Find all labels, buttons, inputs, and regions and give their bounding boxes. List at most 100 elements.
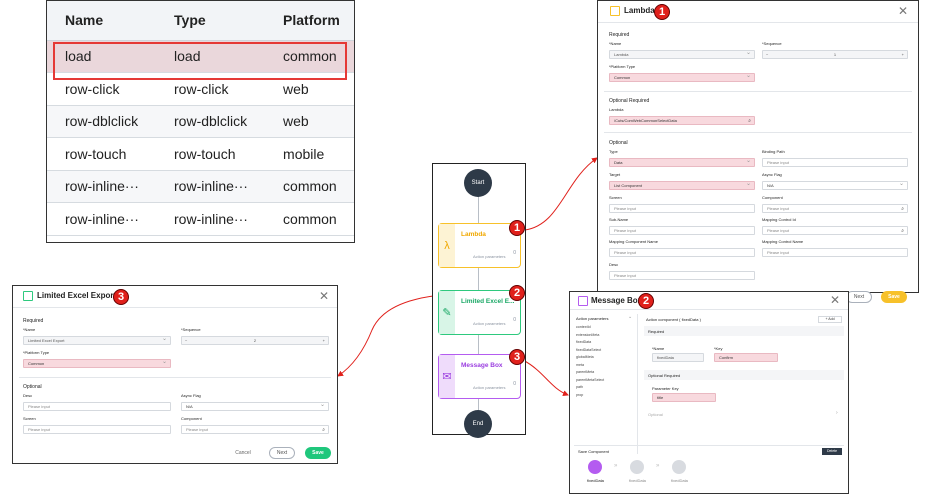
stepper-plus[interactable]: + bbox=[901, 52, 904, 57]
name-field[interactable]: Limited Excel Export bbox=[23, 335, 171, 345]
required-section-header: Required bbox=[644, 326, 844, 336]
stepper-plus[interactable]: + bbox=[322, 338, 325, 343]
list-item[interactable]: contextId bbox=[576, 325, 591, 329]
edit-icon: ✎ bbox=[439, 291, 455, 334]
end-node[interactable]: End bbox=[464, 410, 492, 438]
desc-input[interactable]: Please input bbox=[609, 271, 755, 280]
list-item[interactable]: extensionMeta bbox=[576, 332, 600, 337]
component-input[interactable]: Please input ⌕ bbox=[181, 425, 329, 434]
table-row[interactable]: load load common bbox=[47, 40, 354, 73]
mapping-component-name-input[interactable]: Please input bbox=[609, 248, 755, 257]
column-header-platform: Platform bbox=[265, 1, 354, 41]
chevron-right-icon[interactable]: › bbox=[836, 410, 838, 416]
target-select[interactable]: List Component bbox=[609, 180, 755, 190]
mapping-control-name-input[interactable]: Please input bbox=[762, 248, 908, 257]
save-button[interactable]: Save bbox=[305, 447, 331, 459]
dialog-header: Lambda 1 ✕ bbox=[598, 1, 918, 23]
cell-type: row-click bbox=[156, 72, 266, 106]
list-item[interactable]: meta bbox=[576, 362, 584, 367]
close-icon[interactable]: ✕ bbox=[318, 289, 329, 303]
search-icon[interactable]: ⌕ bbox=[901, 206, 904, 212]
lambda-field[interactable]: /Cuts/ComWebCommonSelectData ⌕ bbox=[609, 116, 755, 125]
component-label: Component bbox=[762, 195, 783, 200]
search-icon[interactable]: ⌕ bbox=[901, 228, 904, 234]
table-row[interactable]: row-click row-click web bbox=[47, 72, 354, 106]
table-row[interactable]: row-dblclick row-dblclick web bbox=[47, 105, 354, 138]
key-field[interactable]: Confirm bbox=[714, 353, 778, 362]
stepper-minus[interactable]: − bbox=[766, 52, 769, 57]
action-parameters-label: Action parameters bbox=[576, 316, 609, 321]
list-item[interactable]: path bbox=[576, 385, 583, 389]
step-label: fixedData bbox=[671, 478, 688, 483]
table-row[interactable]: row-touch row-touch mobile bbox=[47, 137, 354, 171]
mapping-control-id-placeholder: Please input bbox=[767, 228, 790, 233]
close-icon[interactable]: ✕ bbox=[829, 293, 840, 307]
key-label: *Key bbox=[714, 346, 723, 351]
sequence-label: *Sequence bbox=[762, 41, 782, 46]
list-item[interactable]: parentMeta bbox=[576, 370, 595, 374]
divider bbox=[604, 91, 912, 92]
cell-name: row-touch bbox=[47, 137, 157, 171]
event-table: Name Type Platform load load common row-… bbox=[47, 1, 354, 236]
list-item[interactable]: prop bbox=[576, 392, 584, 397]
flow-node-message[interactable]: ✉ Message Box Action parameters 0 bbox=[438, 354, 521, 399]
type-select[interactable]: Data bbox=[609, 157, 755, 167]
start-node[interactable]: Start bbox=[464, 169, 492, 197]
close-icon[interactable]: ✕ bbox=[897, 4, 908, 18]
lambda-next-button[interactable]: Next bbox=[846, 291, 872, 303]
mapping-control-id-input[interactable]: Please input ⌕ bbox=[762, 226, 908, 235]
section-required: Required bbox=[23, 318, 44, 324]
cell-platform: common bbox=[265, 202, 354, 236]
parameter-key-field[interactable]: title bbox=[652, 393, 716, 402]
async-flag-select[interactable]: N/A bbox=[181, 401, 329, 411]
add-button[interactable]: + Add bbox=[818, 316, 842, 323]
next-button[interactable]: Next bbox=[269, 447, 295, 459]
platform-type-select[interactable]: Common bbox=[23, 358, 171, 368]
search-icon[interactable]: ⌕ bbox=[322, 427, 325, 433]
list-item[interactable]: fixedData bbox=[576, 340, 592, 344]
stepper-minus[interactable]: − bbox=[185, 338, 188, 343]
table-row[interactable]: row-inline··· row-inline··· common bbox=[47, 202, 354, 236]
search-icon[interactable]: ⌕ bbox=[748, 118, 751, 124]
platform-type-select[interactable]: Common bbox=[609, 72, 755, 82]
cancel-button[interactable]: Cancel bbox=[235, 450, 251, 456]
screen-input[interactable]: Please input bbox=[23, 425, 171, 434]
list-item[interactable]: parentMetaSelect bbox=[576, 377, 605, 382]
cell-name: row-inline··· bbox=[47, 202, 157, 236]
sequence-stepper[interactable]: − 2 + bbox=[181, 336, 329, 345]
column-header-name: Name bbox=[47, 1, 157, 41]
flow-node-lambda[interactable]: λ Lambda Action parameters 0 bbox=[438, 223, 521, 268]
section-optional-required: Optional Required bbox=[609, 98, 650, 104]
binding-path-input[interactable]: Please input bbox=[762, 158, 908, 167]
cell-type: row-touch bbox=[156, 137, 266, 171]
node-subtitle: Action parameters bbox=[473, 321, 506, 326]
mapping-component-name-label: Mapping Component Name bbox=[609, 239, 658, 244]
lambda-save-button[interactable]: Save bbox=[881, 291, 907, 303]
async-flag-select[interactable]: N/A bbox=[762, 180, 908, 190]
screen-input[interactable]: Please input bbox=[609, 204, 755, 213]
desc-input[interactable]: Please input bbox=[23, 402, 171, 411]
sequence-stepper[interactable]: − 1 + bbox=[762, 50, 908, 59]
name-field[interactable]: Lambda bbox=[609, 49, 755, 59]
table-row[interactable]: row-inline··· row-inline··· common bbox=[47, 170, 354, 203]
cell-type: load bbox=[156, 40, 266, 73]
delete-button[interactable]: Delete bbox=[822, 448, 842, 455]
flow-node-excel[interactable]: ✎ Limited Excel E... Action parameters 0 bbox=[438, 290, 521, 335]
subname-input[interactable]: Please input bbox=[609, 226, 755, 235]
binding-path-label: Binding Path bbox=[762, 149, 785, 154]
list-item[interactable]: fixedDataSelect bbox=[576, 347, 602, 352]
step-circle-active[interactable] bbox=[588, 460, 602, 474]
cell-platform: common bbox=[265, 40, 354, 73]
section-required: Required bbox=[609, 32, 630, 38]
component-input[interactable]: Please input ⌕ bbox=[762, 204, 908, 213]
mapping-control-id-label: Mapping Control Id bbox=[762, 217, 796, 222]
step-circle[interactable] bbox=[672, 460, 686, 474]
chevron-double-right-icon: » bbox=[656, 463, 660, 469]
chevron-down-icon[interactable]: ⌄ bbox=[628, 314, 633, 320]
list-item[interactable]: globalMeta bbox=[576, 355, 594, 359]
name-field[interactable]: fixedData bbox=[652, 353, 704, 362]
save-component-label: Save Component bbox=[578, 449, 609, 454]
cell-type: row-dblclick bbox=[156, 105, 266, 138]
step-circle[interactable] bbox=[630, 460, 644, 474]
section-optional: Optional bbox=[609, 140, 628, 146]
